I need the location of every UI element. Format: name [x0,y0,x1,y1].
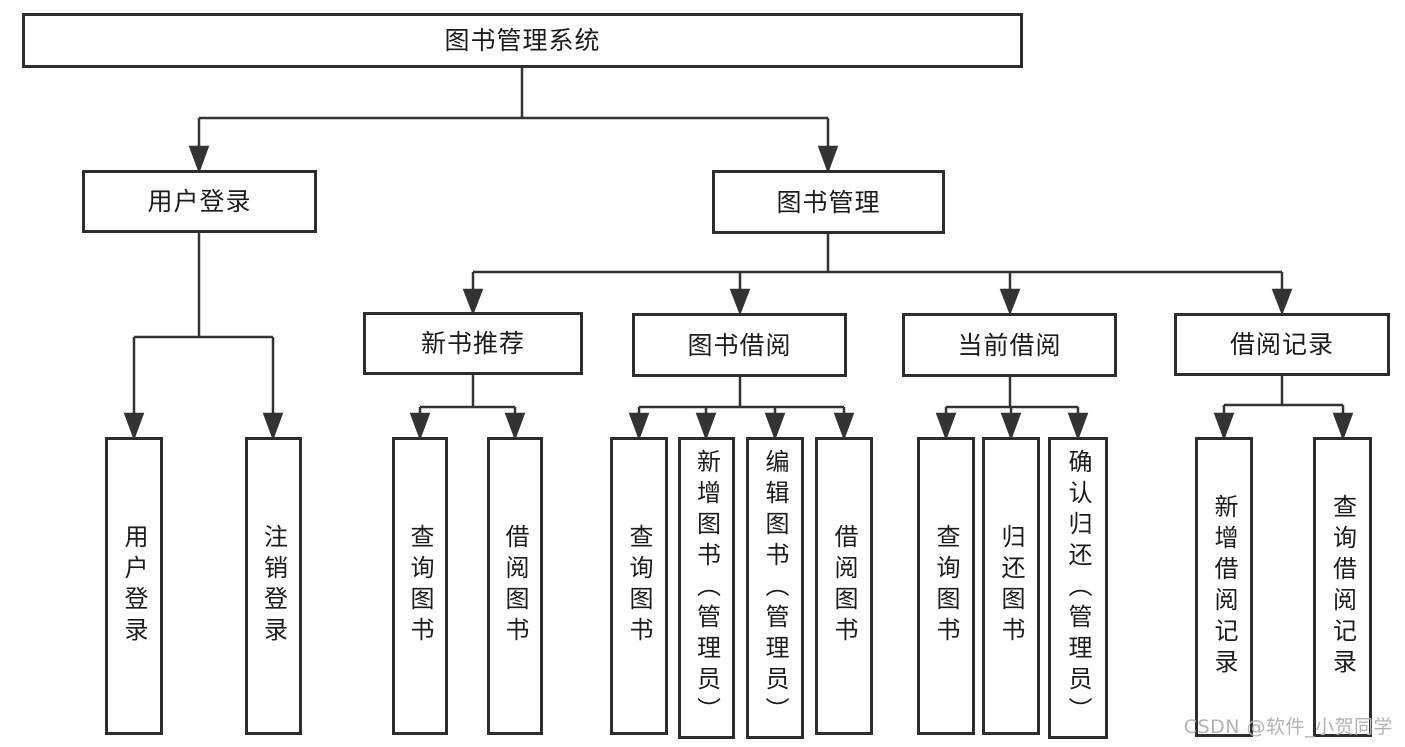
node-leaf-logout: 注销登录 [245,437,302,735]
node-leaf-return-book: 归还图书 [982,437,1040,735]
node-leaf-query-books-recommend: 查询图书 [392,437,448,735]
node-leaf-user-login: 用户登录 [105,437,163,735]
node-new-book-recommend: 新书推荐 [363,312,583,375]
node-leaf-edit-book-admin: 编辑图书（管理员） [746,437,804,739]
connector-current-borrow-to-leaves [935,377,1089,441]
node-leaf-add-book-admin: 新增图书（管理员） [678,437,735,739]
node-user-login: 用户登录 [82,170,317,233]
connector-book-borrow-to-leaves [628,377,855,441]
node-leaf-confirm-return-admin: 确认归还（管理员） [1048,437,1108,739]
node-leaf-borrow-books-recommend: 借阅图书 [487,437,543,735]
node-leaf-query-books-current: 查询图书 [917,437,975,735]
node-current-borrow: 当前借阅 [902,313,1117,377]
connector-user-login-to-leaves [123,233,284,441]
node-leaf-borrow-books: 借阅图书 [815,437,873,735]
connector-book-management-to-modules [462,234,1293,316]
node-book-management: 图书管理 [712,170,945,234]
node-book-borrow: 图书借阅 [632,313,847,377]
connector-new-book-to-leaves [409,375,526,441]
csdn-watermark: CSDN @软件_小贺同学 [1183,716,1393,738]
node-leaf-query-books-borrow: 查询图书 [610,437,668,735]
node-borrow-records: 借阅记录 [1174,313,1390,376]
node-leaf-add-borrow-record: 新增借阅记录 [1195,437,1253,737]
node-leaf-query-borrow-record: 查询借阅记录 [1313,437,1372,737]
connector-root-to-branches [188,68,839,174]
node-root: 图书管理系统 [22,13,1023,68]
connector-borrow-records-to-leaves [1213,376,1354,441]
